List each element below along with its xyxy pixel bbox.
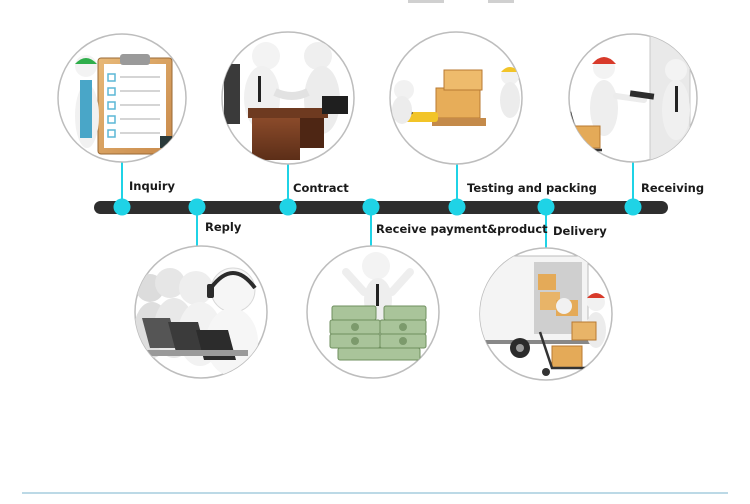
timeline-node-inquiry (113, 198, 131, 216)
step-label-testing-packing: Testing and packing (467, 181, 597, 195)
headset-operators-icon (134, 245, 268, 379)
clipboard-checklist-icon (57, 33, 187, 163)
step-label-receiving: Receiving (641, 181, 705, 195)
step-label-contract: Contract (293, 181, 349, 195)
parcel-handover-icon (568, 33, 698, 163)
timeline-node-delivery (537, 198, 555, 216)
pallet-jack-boxes-icon (389, 31, 523, 165)
timeline-node-reply (188, 198, 206, 216)
delivery-truck-icon (479, 247, 613, 381)
handshake-icon (221, 31, 355, 165)
step-label-reply: Reply (205, 220, 242, 234)
money-stack-icon (306, 245, 440, 379)
step-label-receive-payment: Receive payment&product (376, 222, 548, 236)
timeline-node-contract (279, 198, 297, 216)
timeline-node-receiving (624, 198, 642, 216)
timeline-node-testing-packing (448, 198, 466, 216)
top-edge-mark (488, 0, 514, 3)
timeline-bar (94, 201, 668, 214)
timeline-node-receive-payment (362, 198, 380, 216)
step-label-delivery: Delivery (553, 224, 607, 238)
bottom-divider (22, 492, 728, 494)
step-label-inquiry: Inquiry (129, 179, 175, 193)
top-edge-mark (408, 0, 444, 3)
